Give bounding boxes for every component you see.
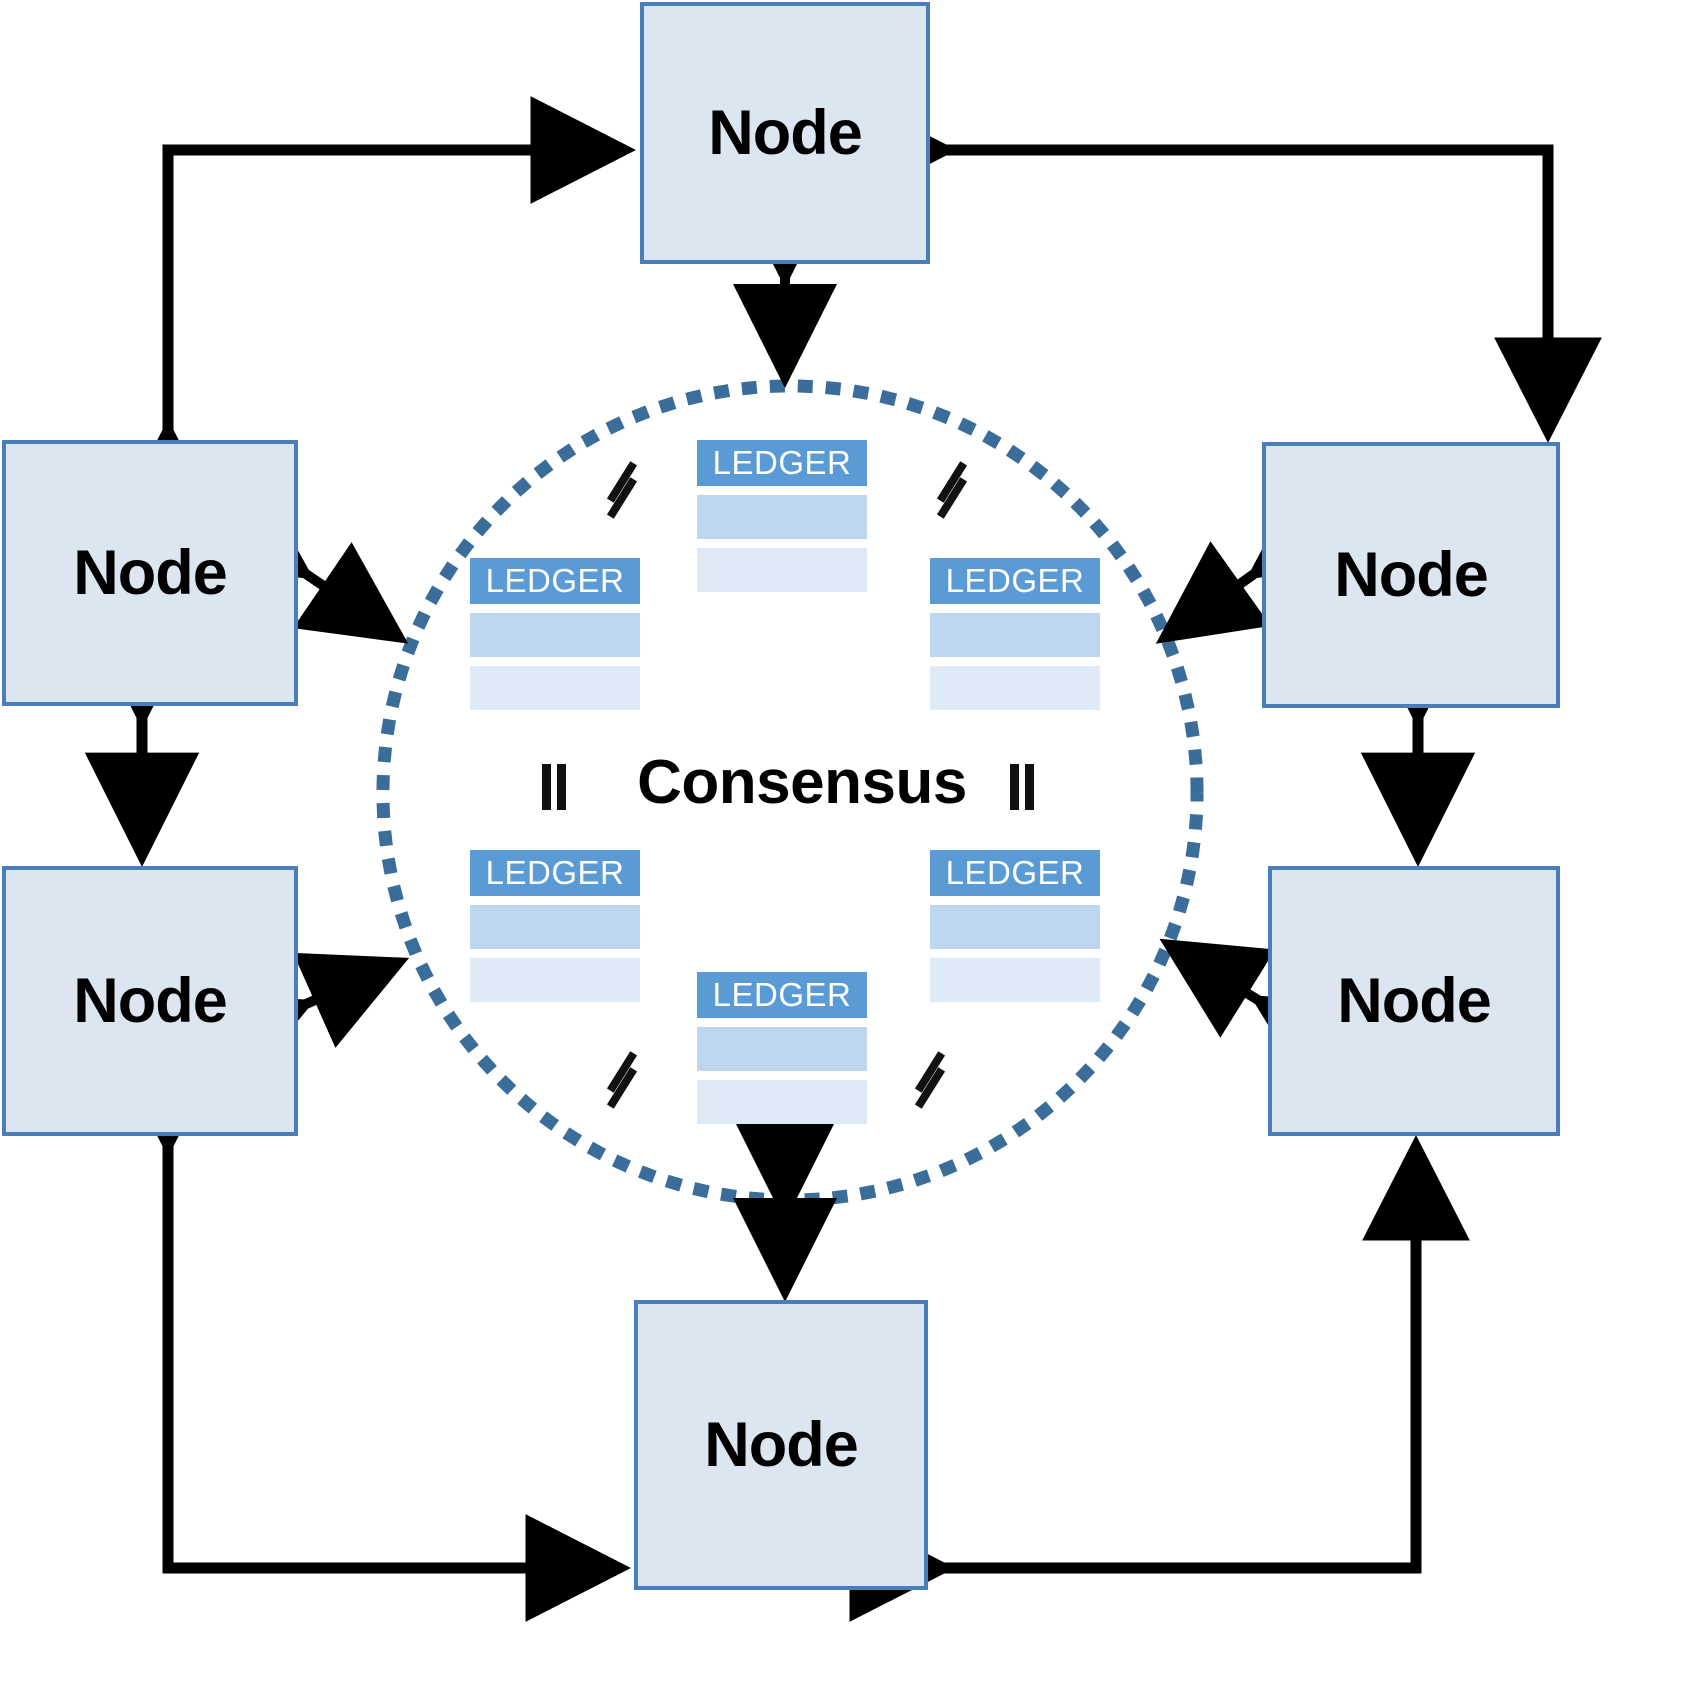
ledger-row-light (470, 666, 640, 710)
arrow-left-to-bottom (114, 1051, 631, 1622)
node-label: Node (1334, 539, 1488, 610)
ledger-row-dark (930, 905, 1100, 949)
node-right-lower[interactable]: Node (1268, 866, 1560, 1136)
node-label: Node (73, 965, 227, 1036)
node-left-upper[interactable]: Node (2, 440, 298, 706)
ledger-row-dark (697, 495, 867, 539)
equals-icon-mid-left (540, 764, 572, 810)
ledger-row-dark (470, 613, 640, 657)
ledger-row-light (697, 548, 867, 592)
arrow-left-to-top (114, 96, 636, 525)
node-left-lower[interactable]: Node (2, 866, 298, 1136)
node-right-upper[interactable]: Node (1262, 442, 1560, 708)
node-top[interactable]: Node (640, 2, 930, 264)
ledger-header-label: LEDGER (697, 440, 867, 486)
ledger-right-lower[interactable]: LEDGER (930, 850, 1100, 1002)
arrow-left-upper-to-circle (199, 478, 409, 644)
ledger-row-dark (930, 613, 1100, 657)
ledger-header-label: LEDGER (470, 558, 640, 604)
ledger-left-lower[interactable]: LEDGER (470, 850, 640, 1002)
equals-icon-mid-right (1008, 764, 1040, 810)
node-label: Node (73, 537, 227, 608)
arrow-top-to-right (851, 96, 1602, 443)
ledger-row-light (697, 1080, 867, 1124)
ledger-row-light (470, 958, 640, 1002)
equals-icon-top-left (600, 461, 644, 519)
arrow-right-lower-to-circle (1159, 938, 1366, 1094)
ledger-header-label: LEDGER (470, 850, 640, 896)
ledger-row-dark (697, 1027, 867, 1071)
ledger-row-light (930, 958, 1100, 1002)
node-bottom[interactable]: Node (634, 1300, 928, 1590)
equals-icon-top-right (930, 461, 974, 519)
node-label: Node (704, 1409, 858, 1480)
equals-icon-bottom-left (600, 1051, 644, 1109)
equals-icon-bottom-right (908, 1051, 952, 1109)
arrow-bottom-to-right (849, 1135, 1470, 1622)
consensus-label: Consensus (637, 748, 967, 817)
arrow-left-lower-to-circle (198, 952, 410, 1090)
ledger-right-upper[interactable]: LEDGER (930, 558, 1100, 710)
node-label: Node (708, 97, 862, 168)
ledger-header-label: LEDGER (930, 850, 1100, 896)
ledger-bottom[interactable]: LEDGER (697, 972, 867, 1124)
ledger-top[interactable]: LEDGER (697, 440, 867, 592)
ledger-row-dark (470, 905, 640, 949)
ledger-left-upper[interactable]: LEDGER (470, 558, 640, 710)
ledger-header-label: LEDGER (697, 972, 867, 1018)
node-label: Node (1337, 965, 1491, 1036)
arrow-right-upper-to-circle (1155, 477, 1361, 644)
ledger-header-label: LEDGER (930, 558, 1100, 604)
ledger-row-light (930, 666, 1100, 710)
